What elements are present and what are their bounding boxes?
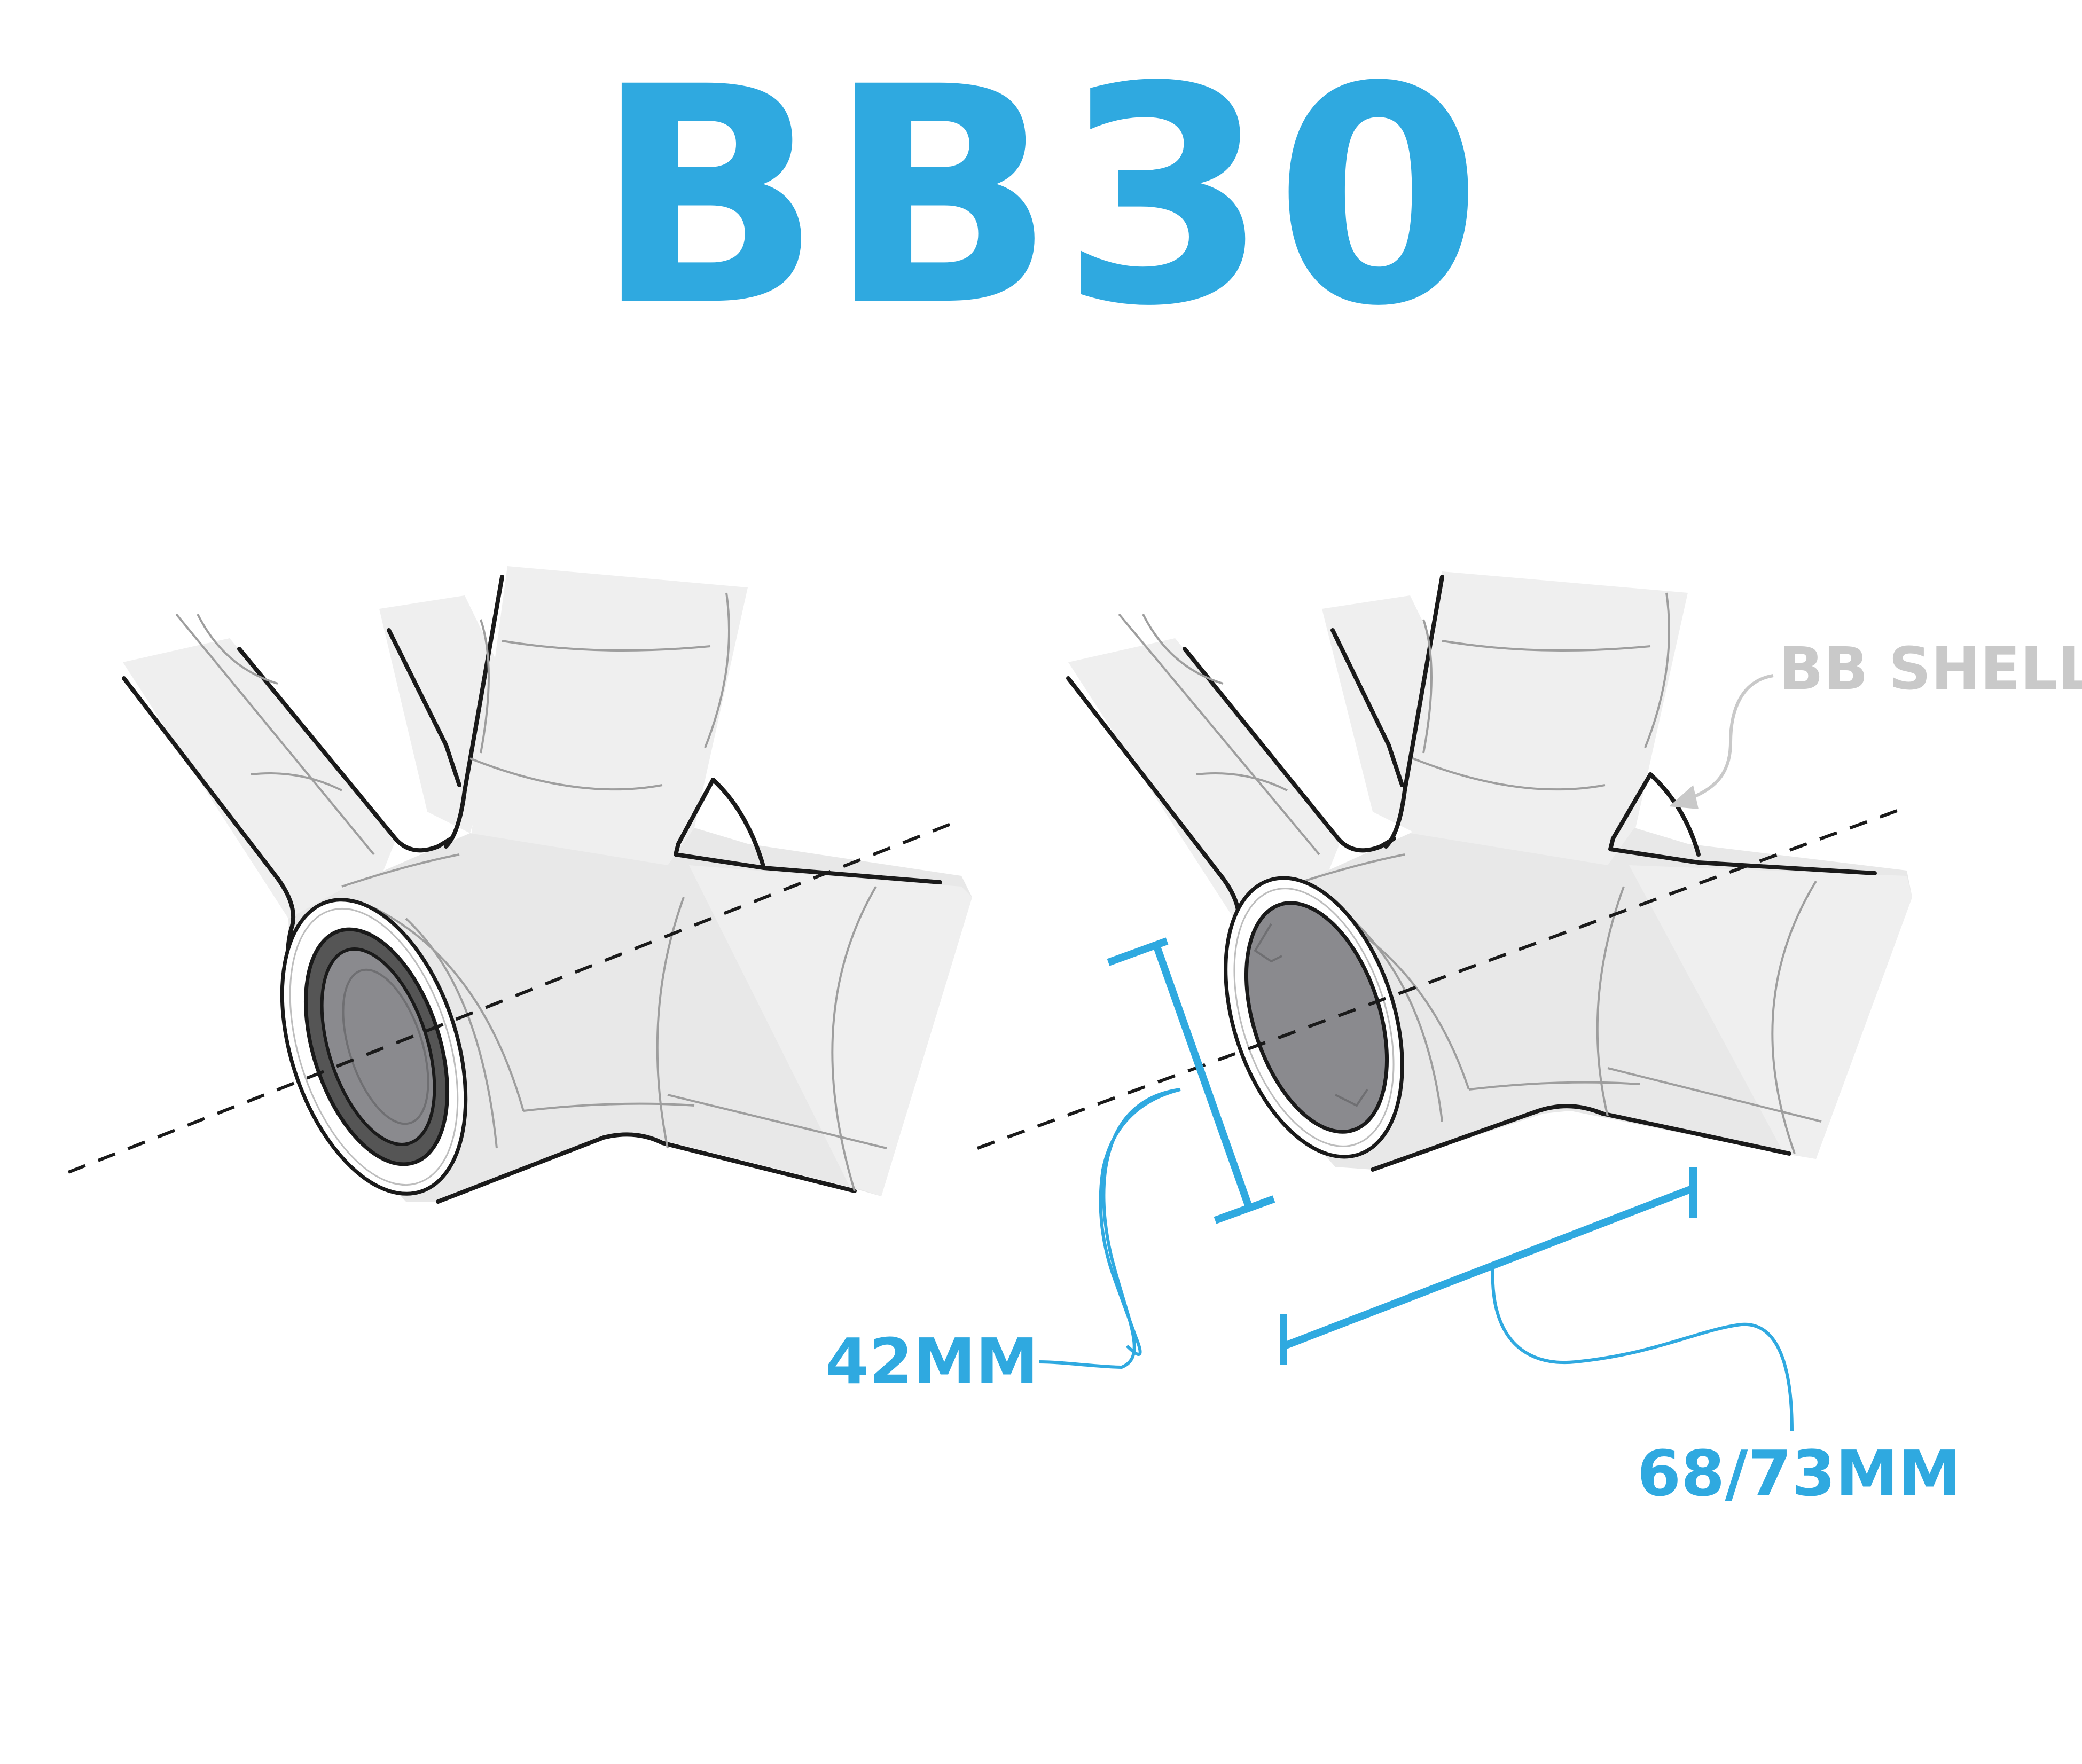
width-label: 68/73MM xyxy=(1637,1437,1961,1510)
right-spindle-axis xyxy=(976,807,1903,1150)
width-dimension xyxy=(1280,1167,1794,1432)
left-frame-illustration xyxy=(67,566,972,1204)
bb-shell-arrow xyxy=(1682,674,1774,803)
page-title: BB30 xyxy=(594,23,1488,372)
diameter-dimension-line xyxy=(1153,944,1254,1211)
width-leader xyxy=(1491,1268,1794,1432)
width-dimension-line xyxy=(1283,1185,1695,1350)
bb-shell-label: BB SHELL xyxy=(1779,634,2082,703)
bb-shell-callout xyxy=(1669,674,1774,809)
bb-shell-arrowhead xyxy=(1669,785,1699,809)
diameter-leader xyxy=(1038,1088,1181,1369)
diameter-label: 42MM xyxy=(825,1324,1038,1398)
right-frame-illustration xyxy=(976,571,1912,1172)
diameter-dimension xyxy=(1038,937,1275,1369)
